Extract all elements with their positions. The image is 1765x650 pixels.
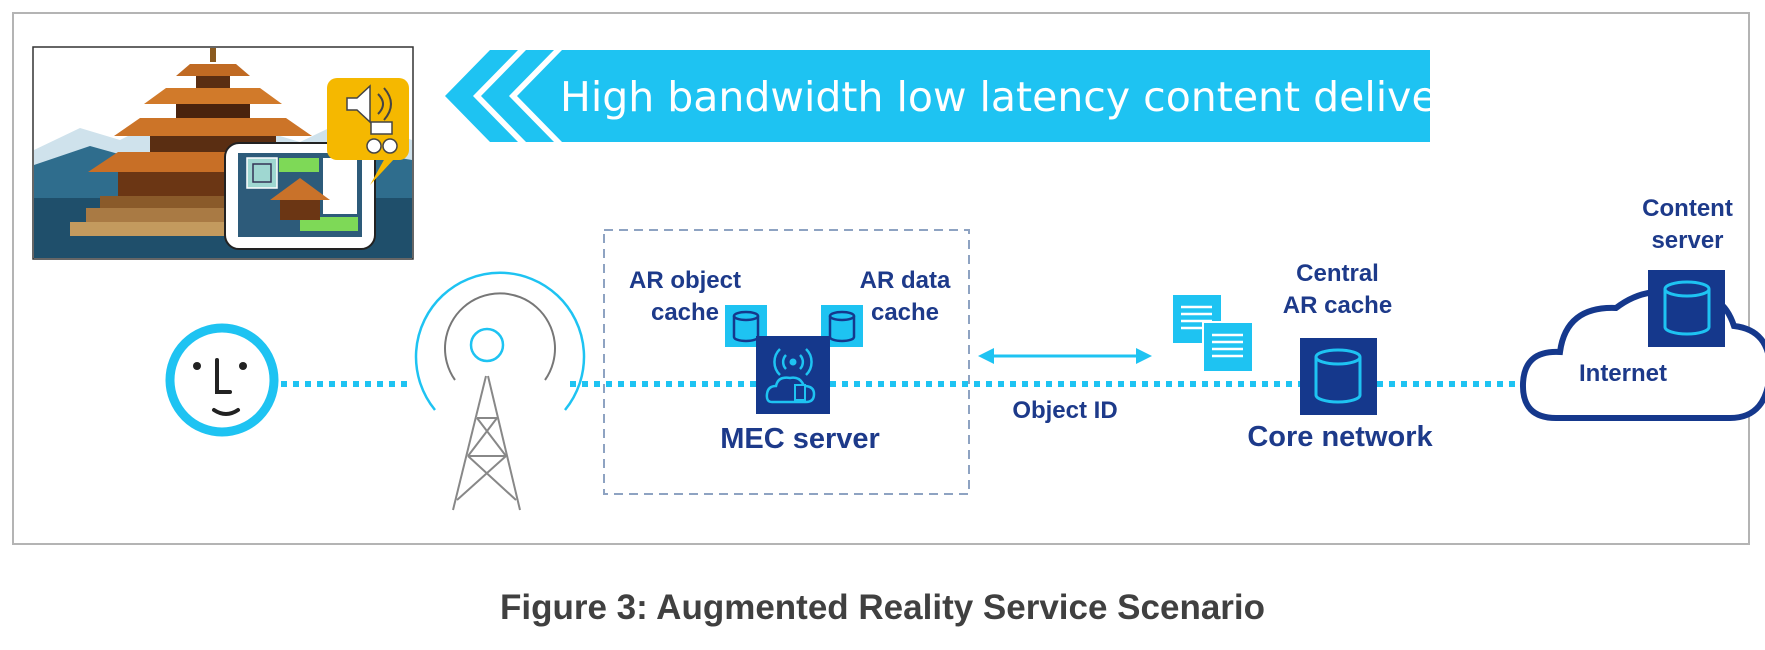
core-network-label: Core network [1247, 421, 1433, 453]
object-id-arrow [978, 348, 1152, 364]
mec-server-label: MEC server [720, 423, 880, 455]
central-ar-cache-database-icon [1300, 338, 1377, 415]
user-face-icon [165, 323, 279, 437]
ar-data-cache-label: AR data cache [859, 267, 951, 327]
mec-dashed-box [603, 229, 970, 495]
temple-ar-illustration [32, 46, 414, 260]
content-server-label: Content server [1642, 195, 1733, 255]
banner [445, 50, 1430, 142]
object-id-label: Object ID [1012, 397, 1118, 424]
mec-server-icon [756, 336, 830, 414]
banner-title: High bandwidth low latency content deliv… [560, 73, 1478, 121]
cloud-icon [1519, 288, 1765, 421]
antenna-tower-icon [414, 271, 586, 511]
documents-icon [1171, 293, 1254, 373]
ar-object-cache-label: AR object cache [628, 267, 741, 327]
internet-label: Internet [1578, 360, 1667, 387]
speaker-icon [346, 84, 398, 154]
central-ar-cache-label: Central AR cache [1282, 260, 1393, 320]
content-server-database-icon [1648, 270, 1725, 347]
figure-caption: Figure 3: Augmented Reality Service Scen… [499, 588, 1266, 627]
